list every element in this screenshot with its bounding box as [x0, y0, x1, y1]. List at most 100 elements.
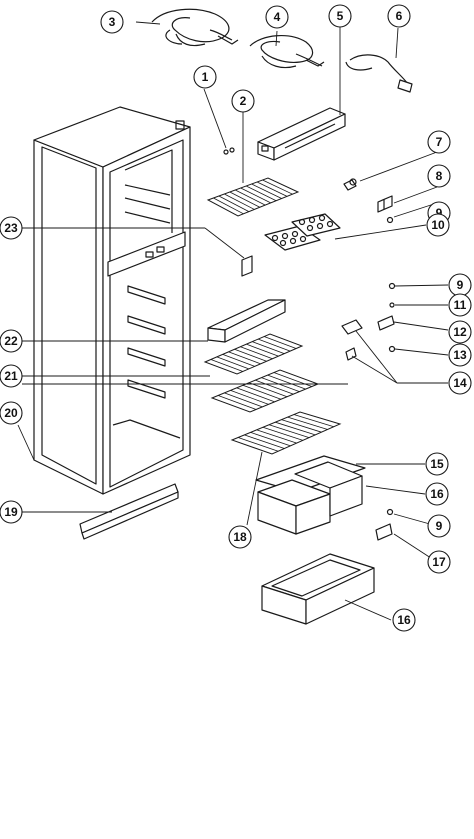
- shelf-wire: [236, 387, 275, 403]
- callout-number: 3: [109, 15, 116, 29]
- shelf-wire: [224, 193, 255, 210]
- callout-bubble: 1: [193, 65, 217, 89]
- shelf-wire: [262, 179, 293, 195]
- callout-bubble: 4: [265, 5, 289, 29]
- shelf-wire: [246, 185, 277, 202]
- wiring-harness-part: [151, 8, 239, 47]
- screw-part: [388, 345, 396, 353]
- shelf-wire: [235, 189, 266, 206]
- shelf-wire: [248, 382, 288, 398]
- callout-number: 16: [397, 613, 411, 627]
- fridge-shelf: [210, 369, 320, 413]
- callout-bubble: 7: [427, 130, 451, 154]
- shelf-wire: [244, 434, 285, 449]
- callout-bubble: 8: [427, 164, 451, 188]
- shelf-wire: [250, 431, 291, 447]
- shelf-wire: [228, 351, 261, 365]
- callout-number: 20: [4, 406, 18, 420]
- callout-number: 9: [436, 206, 443, 220]
- shelf-wire: [218, 395, 257, 410]
- shelf-wire-hatching: [218, 372, 312, 410]
- callout-number: 7: [436, 135, 443, 149]
- callout-bubble: 11: [448, 293, 472, 317]
- callout-number: 22: [4, 334, 18, 348]
- callout-number: 10: [431, 218, 445, 232]
- shelf-wire: [222, 353, 255, 367]
- wiring-harness-part: [249, 35, 325, 69]
- callout-bubble: 14: [448, 371, 472, 395]
- callout-number: 16: [430, 487, 444, 501]
- shelf-wire: [258, 338, 291, 352]
- callout-bubble: 17: [427, 550, 451, 574]
- shelf-wire: [268, 424, 310, 439]
- shelf-wire: [262, 426, 304, 441]
- shelf-wire: [252, 341, 285, 355]
- callout-bubble: 16: [425, 482, 449, 506]
- callout-bubble: 2: [231, 89, 255, 113]
- callout-bubble: 6: [387, 4, 411, 28]
- callout-bubble: 3: [100, 10, 124, 34]
- callout-number: 11: [454, 298, 467, 312]
- callout-bubble: 19: [0, 500, 23, 524]
- shelf-wire: [263, 336, 297, 349]
- callout-bubble: 12: [448, 320, 472, 344]
- shelf-wire: [242, 384, 282, 400]
- callout-number: 19: [4, 505, 18, 519]
- shelf-wire: [256, 429, 297, 444]
- light-housing-part: [257, 107, 346, 161]
- shelf-rack-part: [207, 299, 286, 343]
- callout-number: 8: [436, 169, 443, 183]
- screw-part: [223, 147, 235, 155]
- callout-number: 1: [202, 70, 209, 84]
- callout-bubble: 16: [392, 608, 416, 632]
- callout-number: 5: [337, 9, 344, 23]
- callout-number: 4: [274, 10, 281, 24]
- power-cord-part: [345, 54, 413, 93]
- hinge-part: [341, 319, 363, 361]
- callout-number: 12: [453, 325, 467, 339]
- shelf-wire-hatching: [238, 414, 334, 452]
- shelf-wire: [240, 187, 271, 204]
- callout-number: 9: [457, 278, 464, 292]
- callout-bubble: 18: [228, 525, 252, 549]
- shelf-wire: [238, 437, 279, 452]
- callout-bubble: 20: [0, 401, 23, 425]
- shelf-wire: [256, 181, 288, 197]
- leader-lines: [17, 21, 449, 621]
- shelf-wire: [267, 374, 306, 390]
- shelf-wire: [234, 348, 267, 362]
- callout-bubble: 9: [427, 514, 451, 538]
- bulb-socket-part: [343, 178, 357, 191]
- refrigerator-cabinet: [33, 106, 191, 495]
- callout-bubble: 21: [0, 364, 23, 388]
- shelf-wire: [218, 195, 250, 212]
- callout-number: 13: [453, 348, 467, 362]
- shelf-wire: [287, 416, 328, 430]
- shelf-wire: [275, 421, 316, 436]
- clip-part: [241, 255, 253, 277]
- shelf-wire: [216, 356, 249, 370]
- screw-part: [386, 508, 394, 516]
- crisper-cover-part: [230, 411, 342, 455]
- fridge-shelf: [203, 333, 304, 375]
- callout-number: 23: [4, 221, 18, 235]
- shelf-wire: [240, 346, 273, 360]
- callout-bubble: 22: [0, 329, 23, 353]
- shelf-wire-hatching: [213, 179, 293, 215]
- shelf-wire: [213, 197, 244, 215]
- crisper-drawer-part: [257, 461, 363, 535]
- freezer-wire-shelf: [206, 177, 300, 217]
- shelf-wire: [261, 377, 300, 393]
- bracket-part: [377, 195, 393, 213]
- shelf-wire: [255, 379, 294, 395]
- callout-bubble: 9: [448, 273, 472, 297]
- screw-part: [388, 282, 396, 290]
- callout-bubbles: 1 2 3 4 5 6 7 8 9 10 23 9 11 12 22 13 21…: [0, 4, 472, 632]
- shelf-wire-hatching: [210, 336, 297, 372]
- shelf-wire: [230, 389, 269, 405]
- callout-number: 9: [436, 519, 443, 533]
- callout-number: 18: [233, 530, 247, 544]
- shelf-wire: [246, 343, 279, 357]
- callout-number: 15: [430, 457, 444, 471]
